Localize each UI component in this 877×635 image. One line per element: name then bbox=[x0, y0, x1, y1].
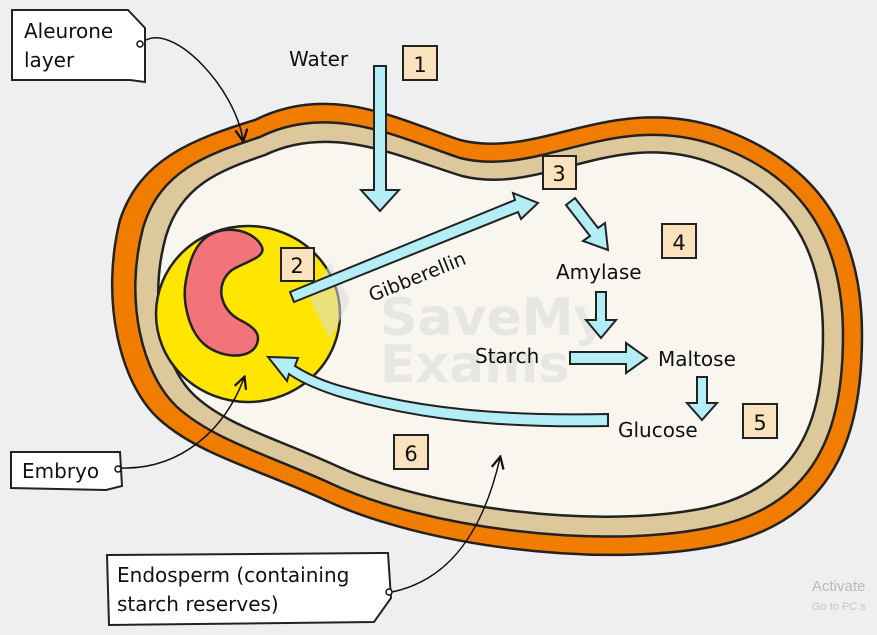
starch-label: Starch bbox=[475, 344, 539, 368]
gibberellin-arrow bbox=[288, 191, 540, 304]
watermark-line1: SaveMy bbox=[380, 288, 607, 348]
water-arrow bbox=[358, 65, 402, 213]
step-box-2: 2 bbox=[280, 247, 315, 282]
step-box-5: 5 bbox=[742, 403, 778, 439]
step-number-5: 5 bbox=[753, 411, 766, 435]
water-label: Water bbox=[289, 47, 349, 71]
embryo-label: Embryo bbox=[22, 459, 99, 483]
aleurone-callout: Aleurone layer bbox=[11, 9, 243, 140]
aleurone-label-line2: layer bbox=[24, 48, 75, 72]
amylase-label: Amylase bbox=[556, 260, 642, 284]
maltose-label: Maltose bbox=[658, 347, 736, 371]
radicle-shape bbox=[183, 228, 264, 357]
maltose-to-glucose-arrow bbox=[684, 376, 720, 422]
watermark-line2: Exams bbox=[380, 335, 569, 395]
endosperm-label-line1: Endosperm (containing bbox=[117, 563, 349, 587]
starch-to-maltose-arrow bbox=[569, 341, 649, 375]
embryo-callout: Embryo bbox=[10, 378, 244, 492]
step-box-3: 3 bbox=[542, 155, 577, 190]
endosperm-label-line2: starch reserves) bbox=[117, 592, 279, 616]
step-box-4: 4 bbox=[661, 223, 697, 259]
aleurone-label-line1: Aleurone bbox=[24, 19, 113, 43]
step-box-1: 1 bbox=[402, 45, 438, 81]
activate-windows-overlay: Activate bbox=[812, 578, 866, 595]
glucose-label: Glucose bbox=[618, 418, 698, 442]
step-number-3: 3 bbox=[552, 162, 565, 186]
step-number-6: 6 bbox=[404, 442, 417, 466]
step-number-2: 2 bbox=[290, 254, 303, 278]
step-number-1: 1 bbox=[413, 53, 426, 77]
activate-windows-subtext: Go to PC s bbox=[812, 601, 866, 613]
step-number-4: 4 bbox=[672, 231, 685, 255]
endosperm-callout: Endosperm (containing starch reserves) bbox=[105, 458, 500, 627]
glucose-to-embryo-arrow bbox=[265, 355, 609, 428]
amylase-release-arrow bbox=[564, 196, 610, 252]
step-box-6: 6 bbox=[393, 434, 429, 470]
amylase-down-arrow bbox=[583, 291, 619, 340]
